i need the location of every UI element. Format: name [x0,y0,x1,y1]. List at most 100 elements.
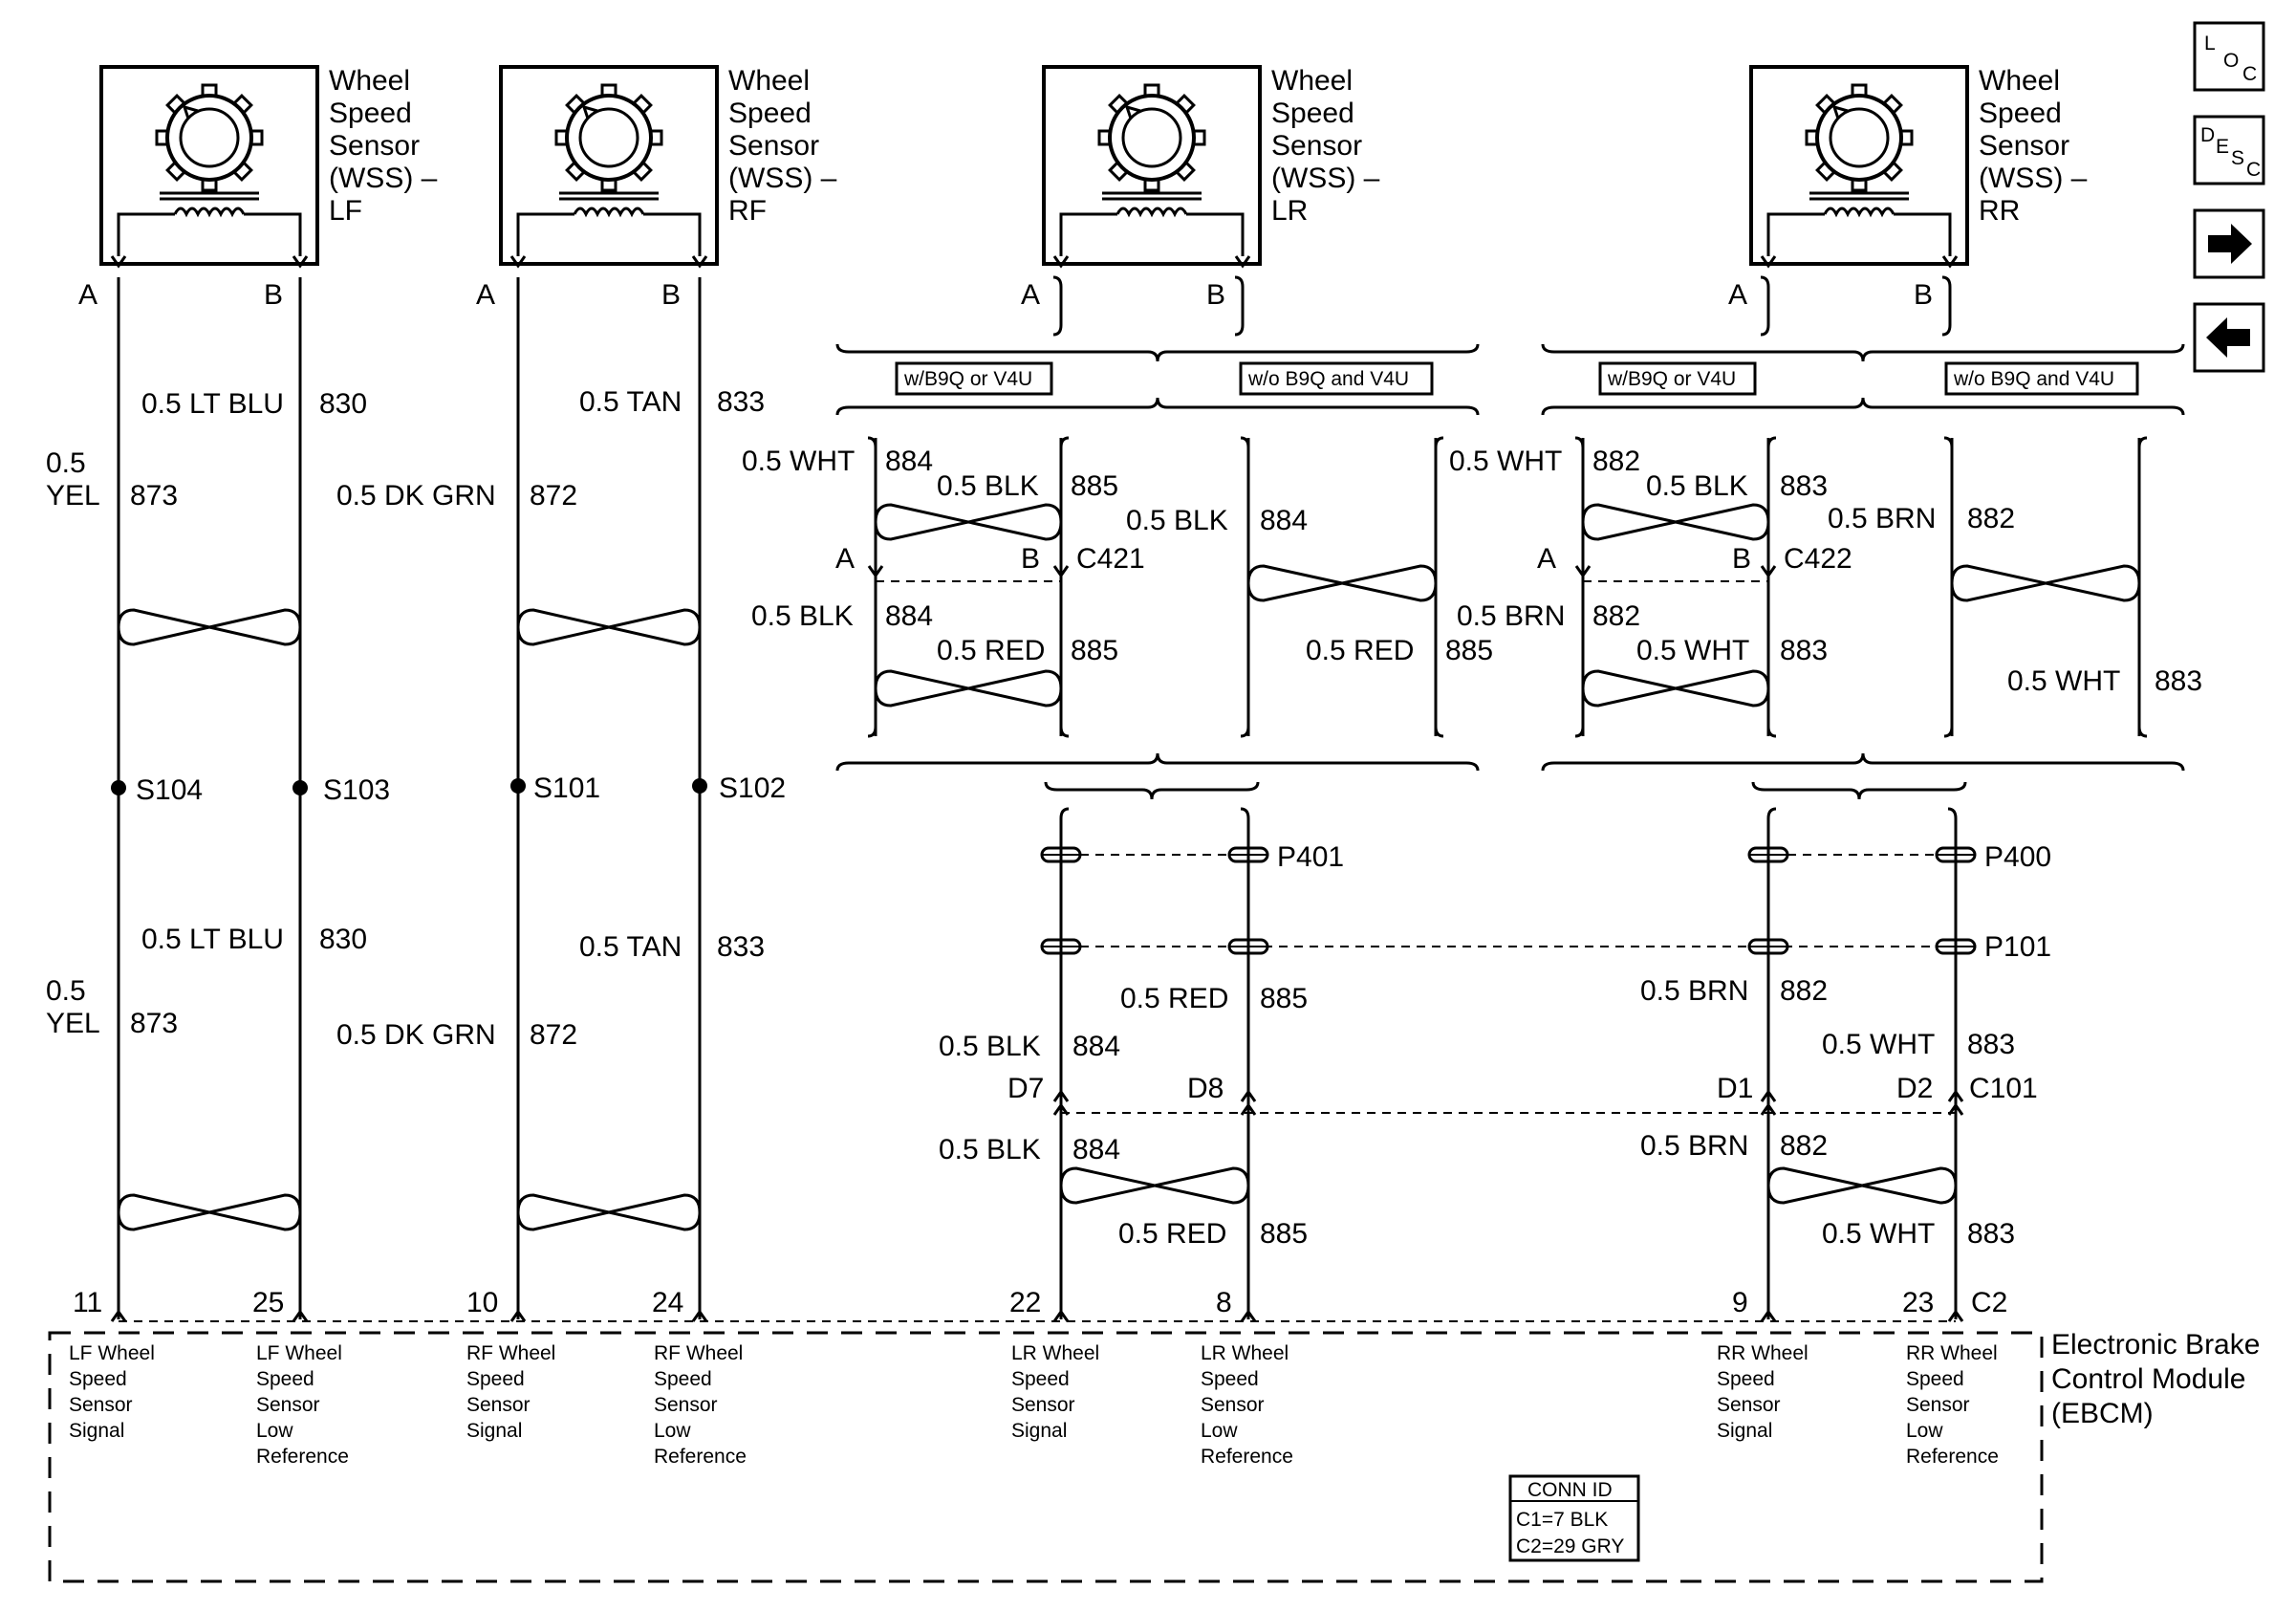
connector-terminal [1052,1309,1070,1322]
sensor-pin-labels: A B A B A B A B [78,279,1933,311]
svg-text:LR Wheel: LR Wheel [1201,1342,1289,1364]
loc-icon[interactable]: L O C [2193,21,2265,92]
twisted-pair-rf-lower [516,1193,702,1231]
rr-without-break [2137,726,2148,738]
twisted-pair-lr-harness [1059,1166,1250,1205]
option-without-rr: w/o B9Q and V4U [1944,361,2139,396]
svg-text:RR Wheel: RR Wheel [1717,1342,1809,1364]
lr-with-break [867,726,877,738]
svg-text:Sensor: Sensor [329,130,420,162]
connector-terminal [1760,1089,1777,1102]
svg-text:883: 883 [1780,470,1828,502]
svg-text:S103: S103 [323,774,390,806]
rear-harness-wire-a [1059,807,1070,1319]
svg-text:0.5 WHT: 0.5 WHT [1822,1029,1935,1060]
splice-labels: S104 S103 S101 S102 [136,773,786,806]
svg-text:A: A [78,279,97,311]
conn-id-table: CONN ID C1=7 BLK C2=29 GRY [1508,1474,1640,1562]
ebcm-rr-signal: RR Wheel Speed Sensor Signal [1717,1342,1809,1442]
twisted-pair-lr-without [1246,564,1438,602]
svg-text:C: C [2242,63,2257,85]
rr-with-break [1766,436,1777,448]
svg-text:0.5 RED: 0.5 RED [1118,1218,1226,1250]
sensor-rr-coil [1823,207,1895,218]
svg-text:872: 872 [530,480,577,512]
svg-text:P401: P401 [1277,841,1344,873]
svg-text:Sensor: Sensor [466,1394,531,1416]
svg-text:Signal: Signal [1011,1420,1067,1442]
ebcm-lr-low-reference: LR Wheel Speed Sensor Low Reference [1201,1342,1293,1468]
svg-text:885: 885 [1071,470,1118,502]
sensor-lf-lead-b [244,212,302,256]
svg-text:RR: RR [1979,195,2020,227]
svg-text:LR Wheel: LR Wheel [1011,1342,1099,1364]
svg-text:0.5 WHT: 0.5 WHT [2007,665,2120,697]
svg-text:Sensor: Sensor [1011,1394,1075,1416]
svg-text:830: 830 [319,924,367,955]
svg-text:0.5 BRN: 0.5 BRN [1828,503,1936,534]
svg-text:885: 885 [1260,1218,1308,1250]
connector-terminal [292,1309,309,1322]
svg-text:0.5 RED: 0.5 RED [1120,983,1228,1014]
svg-text:Low: Low [1906,1420,1943,1442]
svg-text:(WSS) –: (WSS) – [329,163,438,194]
connector-terminal [1947,1089,1964,1102]
svg-text:Speed: Speed [654,1368,712,1390]
svg-text:883: 883 [1967,1218,2015,1250]
lr-without-break [1240,436,1250,448]
svg-text:D8: D8 [1187,1073,1224,1104]
svg-text:Sensor: Sensor [1906,1394,1970,1416]
svg-text:Sensor: Sensor [1201,1394,1265,1416]
lr-with-break [1059,726,1070,738]
sensor-lr-lead-a [1059,212,1117,256]
splice-dot [292,780,308,795]
svg-text:O: O [2223,50,2239,72]
connector-terminal [1941,255,1959,269]
option-brace-rr-top [1541,343,2185,362]
svg-text:S: S [2231,147,2244,169]
rear-harness-wire-b [1240,807,1250,1319]
twisted-pair-lr-with-lower [874,669,1063,708]
harness-brace-lr [1044,781,1260,800]
connector-terminal [1234,255,1251,269]
svg-text:0.5 BRN: 0.5 BRN [1457,600,1565,632]
sensor-rf-rotation-circle [578,107,639,168]
svg-text:D: D [2200,124,2215,146]
twisted-pair-rr-with-upper [1581,503,1770,541]
twisted-pair-rr-with-lower [1581,669,1770,708]
svg-text:24: 24 [652,1287,683,1318]
ebcm-rr-low-reference: RR Wheel Speed Sensor Low Reference [1906,1342,1999,1468]
svg-text:0.5 BLK: 0.5 BLK [939,1031,1041,1062]
desc-icon[interactable]: D E S C [2193,115,2265,185]
svg-text:B: B [661,279,681,311]
sensor-lr-coil [1116,207,1188,218]
connector-terminal [867,565,884,578]
ebcm-module-boundary [48,1331,2044,1583]
svg-text:0.5 LT BLU: 0.5 LT BLU [141,924,284,955]
svg-text:LF Wheel: LF Wheel [69,1342,155,1364]
svg-text:Wheel: Wheel [329,65,410,97]
option-brace-lr-sub [835,397,1480,416]
ebcm-lf-low-reference: LF Wheel Speed Sensor Low Reference [256,1342,349,1468]
svg-text:B: B [1206,279,1225,311]
rr-without-break [2137,436,2148,448]
front-wire-labels-lower: 0.5 YEL 873 0.5 LT BLU 830 0.5 DK GRN 87… [46,924,765,1051]
next-arrow-icon[interactable] [2193,208,2265,279]
sensor-lr-lead-b [1186,212,1245,256]
sensor-lf-rotation-circle [179,107,240,168]
connector-terminal [110,255,127,269]
svg-text:(WSS) –: (WSS) – [728,163,837,194]
rr-with-break [1574,436,1585,448]
svg-text:C421: C421 [1076,543,1145,575]
sensor-lf-label: Wheel Speed Sensor (WSS) – LF [329,65,438,227]
rr-without-break [1943,726,1954,738]
twisted-pair-lf-lower [117,1193,302,1231]
sensor-lr-label: Wheel Speed Sensor (WSS) – LR [1271,65,1380,227]
prev-arrow-icon[interactable] [2193,302,2265,373]
svg-text:Speed: Speed [728,98,812,129]
ebcm-module-label: Electronic Brake Control Module (EBCM) [2051,1329,2260,1429]
svg-text:Signal: Signal [69,1420,124,1442]
sensor-lf-lead-a [117,212,175,256]
svg-text:830: 830 [319,388,367,420]
twisted-pair-rf-upper [516,608,702,646]
